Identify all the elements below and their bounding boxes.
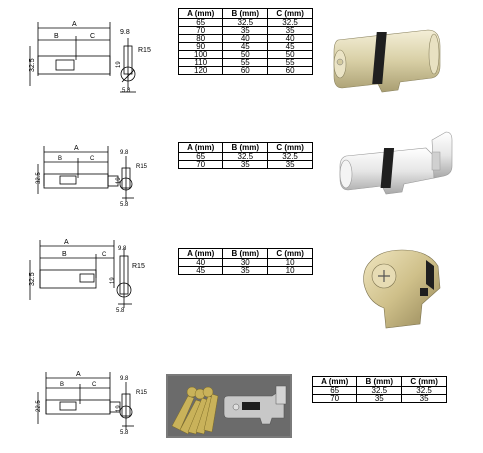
header-b: B (mm) xyxy=(222,8,269,19)
cell-b: 35 xyxy=(222,160,269,169)
dim-a-label: A xyxy=(64,239,69,246)
dim-radius-label: R15 xyxy=(138,47,151,54)
dim-bottom-label: 19 xyxy=(116,177,122,184)
header-a: A (mm) xyxy=(177,248,224,259)
header-a: A (mm) xyxy=(311,376,358,387)
dim-side-label: 9.8 xyxy=(120,376,129,382)
technical-drawing-2: A B C 32.5 9.8 R15 5.8 19 xyxy=(30,142,160,212)
cell-a: 70 xyxy=(177,160,224,169)
header-c: C (mm) xyxy=(267,142,313,153)
dim-height-label: 32.5 xyxy=(29,272,36,286)
keys-and-thumbturn-cylinder-photo xyxy=(166,374,292,438)
cell-c: 55 xyxy=(267,58,313,67)
dim-small-label: 5.8 xyxy=(122,88,131,94)
dim-b-label: B xyxy=(58,156,62,162)
dim-a-label: A xyxy=(74,145,79,152)
header-c: C (mm) xyxy=(267,8,313,19)
dim-b-label: B xyxy=(60,382,64,388)
cell-c: 32.5 xyxy=(267,152,313,161)
dim-c-label: C xyxy=(90,33,95,40)
header-a: A (mm) xyxy=(177,142,224,153)
header-b: B (mm) xyxy=(222,142,269,153)
cell-a: 45 xyxy=(177,266,224,275)
dim-c-label: C xyxy=(92,382,97,388)
cell-a: 90 xyxy=(177,42,224,51)
cell-c: 45 xyxy=(267,42,313,51)
header-b: B (mm) xyxy=(356,376,403,387)
dim-bottom-label: 19 xyxy=(116,405,122,412)
header-c: C (mm) xyxy=(401,376,447,387)
cell-c: 60 xyxy=(267,66,313,75)
dim-bottom-label: 19 xyxy=(116,61,122,68)
cell-c: 10 xyxy=(267,266,313,275)
cell-a: 110 xyxy=(177,58,224,67)
dim-small-label: 5.8 xyxy=(116,308,125,314)
header-c: C (mm) xyxy=(267,248,313,259)
cell-c: 10 xyxy=(267,258,313,267)
dim-radius-label: R15 xyxy=(132,263,145,270)
cell-a: 100 xyxy=(177,50,224,59)
cell-a: 65 xyxy=(177,18,224,27)
dim-side-label: 9.8 xyxy=(118,246,127,252)
cell-a: 120 xyxy=(177,66,224,75)
dim-small-label: 5.8 xyxy=(120,202,129,208)
dim-side-label: 9.8 xyxy=(120,29,130,36)
cell-a: 65 xyxy=(311,386,358,395)
cell-b: 35 xyxy=(356,394,403,403)
cell-c: 35 xyxy=(401,394,447,403)
cell-a: 80 xyxy=(177,34,224,43)
dim-radius-label: R15 xyxy=(136,390,148,396)
dim-small-label: 5.8 xyxy=(120,430,129,436)
cell-c: 35 xyxy=(267,160,313,169)
dim-height-label: 32.5 xyxy=(36,172,42,184)
header-b: B (mm) xyxy=(222,248,269,259)
cell-a: 65 xyxy=(177,152,224,161)
technical-drawing-1: A B C 32.5 9.8 R15 5.8 19 xyxy=(18,16,158,96)
cell-c: 40 xyxy=(267,34,313,43)
cell-c: 32.5 xyxy=(401,386,447,395)
cell-a: 70 xyxy=(311,394,358,403)
cell-b: 35 xyxy=(222,266,269,275)
header-a: A (mm) xyxy=(177,8,224,19)
cell-c: 50 xyxy=(267,50,313,59)
dim-a-label: A xyxy=(72,21,77,28)
dim-b-label: B xyxy=(54,33,59,40)
cell-a: 70 xyxy=(177,26,224,35)
double-cylinder-lock-photo xyxy=(328,18,448,98)
technical-drawing-4: A B C 22.5 9.8 R15 5.8 19 xyxy=(30,368,160,438)
dim-height-label: 22.5 xyxy=(36,400,42,412)
dim-radius-label: R15 xyxy=(136,164,148,170)
cell-a: 40 xyxy=(177,258,224,267)
dim-a-label: A xyxy=(76,371,81,378)
dim-b-label: B xyxy=(62,251,67,258)
thumbturn-cylinder-lock-photo xyxy=(334,126,459,206)
technical-drawing-3: A B C 32.5 9.8 R15 5.8 19 xyxy=(22,234,162,314)
cell-b: 60 xyxy=(222,66,269,75)
cell-c: 35 xyxy=(267,26,313,35)
half-cylinder-lock-photo xyxy=(350,244,450,334)
dim-c-label: C xyxy=(90,156,95,162)
dim-side-label: 9.8 xyxy=(120,150,129,156)
dim-height-label: 32.5 xyxy=(29,58,36,72)
cell-c: 32.5 xyxy=(267,18,313,27)
dim-bottom-label: 19 xyxy=(110,277,116,284)
dim-c-label: C xyxy=(102,252,107,258)
